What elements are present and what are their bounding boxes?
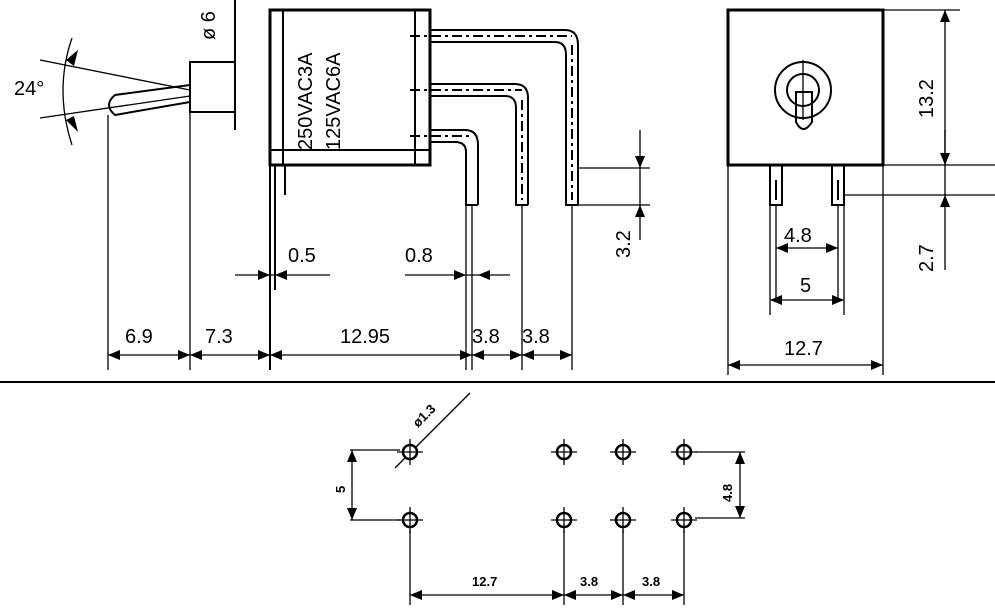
end-view: 13.2 2.7 4.8 5 12.7 <box>726 8 995 375</box>
spacing-12-7: 12.7 <box>472 574 497 589</box>
row-pitch-right-label: 4.8 <box>720 484 735 502</box>
hole-group <box>397 439 697 533</box>
footprint-hole <box>671 507 697 533</box>
row-pitch-label: 5 <box>333 486 348 493</box>
dim-7-3: 7.3 <box>205 326 233 348</box>
height-label: 13.2 <box>916 79 938 118</box>
pin-bent-2 <box>430 83 529 205</box>
rating-text-2: 125VAC6A <box>323 52 345 150</box>
pin-bent-1 <box>430 29 579 205</box>
pin-offset-label: 3.2 <box>613 230 635 258</box>
pin-thick-label-1: 0.5 <box>288 245 316 267</box>
pin-thick-label-2: 0.8 <box>405 245 433 267</box>
switch-body <box>268 8 432 167</box>
bushing <box>189 61 236 113</box>
spacing-3-8-b: 3.8 <box>642 574 660 589</box>
inner-width-label: 4.8 <box>784 225 812 247</box>
footprint-hole <box>397 507 423 533</box>
diameter-label: ø 6 <box>198 11 220 40</box>
footprint-hole <box>551 507 577 533</box>
pin-bent-3 <box>430 129 479 205</box>
dim-6-9: 6.9 <box>125 326 153 348</box>
spacing-3-8-a: 3.8 <box>580 574 598 589</box>
rating-text-1: 250VAC3A <box>295 52 317 150</box>
pin-width-label: 5 <box>800 275 811 297</box>
footprint-hole <box>671 439 697 465</box>
lever-tip <box>795 91 813 130</box>
end-width-label: 12.7 <box>784 338 823 360</box>
footprint-hole <box>610 439 636 465</box>
angle-arc <box>62 37 73 146</box>
dim-3-8-a: 3.8 <box>472 326 500 348</box>
footprint-hole <box>551 439 577 465</box>
side-view: 24° ø 6 250VAC3A 125VAC6A <box>14 0 650 370</box>
footprint-hole <box>397 439 423 465</box>
pin-len-label: 2.7 <box>916 244 938 272</box>
footprint-view: ø1.3 5 4.8 12.7 3.8 3.8 <box>333 392 745 605</box>
angle-label: 24° <box>14 78 44 100</box>
dim-12-95: 12.95 <box>340 326 390 348</box>
footprint-hole <box>610 507 636 533</box>
hole-dia-label: ø1.3 <box>410 401 439 430</box>
dim-3-8-b: 3.8 <box>522 326 550 348</box>
end-body <box>726 8 885 167</box>
toggle-lever <box>108 84 191 117</box>
